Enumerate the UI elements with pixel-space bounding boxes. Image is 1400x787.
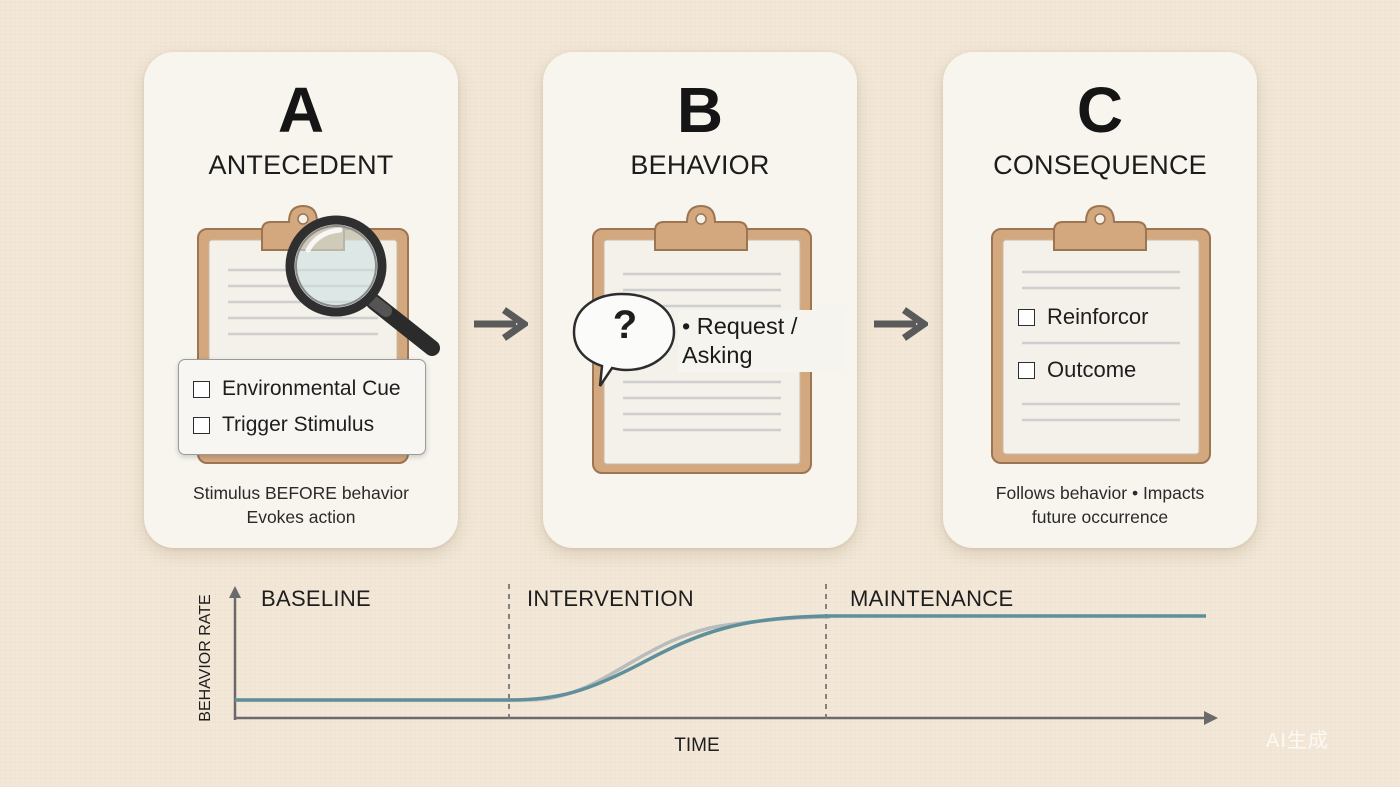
watermark: AI生成 [1266,730,1329,752]
checkbox [193,416,210,434]
y-axis-label: BEHAVIOR RATE [197,594,214,722]
checkbox [1018,361,1035,379]
behavior-label: • Request / Asking [678,310,846,372]
question-mark-icon: ? [612,303,638,347]
caption-line: future occurrence [1031,507,1169,527]
phase-label-intervention: INTERVENTION [527,586,694,611]
checklist-item-label: Environmental Cue [222,377,401,400]
card-title-consequence: CONSEQUENCE [993,150,1207,180]
caption-line: Stimulus BEFORE behavior [193,483,409,503]
phase-label-baseline: BASELINE [261,586,372,611]
antecedent-checklist: Environmental Cue Trigger Stimulus [178,359,426,455]
checklist-item: Outcome [1018,357,1136,383]
clipboard-icon [991,204,1211,464]
ghost-trend-line [235,615,831,702]
card-letter-a: A [277,74,325,146]
speech-bubble-icon [572,292,676,387]
y-axis-arrowhead [229,586,241,598]
checklist-item: Trigger Stimulus [193,413,374,437]
caption-line: Evokes action [246,507,356,527]
x-axis-arrowhead [1204,711,1218,725]
checklist-item: Reinforcor [1018,304,1148,330]
card-title-antecedent: ANTECEDENT [208,150,394,180]
behavior-trend-line [235,614,1206,702]
caption-line: Follows behavior • Impacts [995,483,1205,503]
checkbox [1018,308,1035,326]
checklist-item: Environmental Cue [193,377,401,401]
right-arrow-icon [874,307,928,341]
phase-label-maintenance: MAINTENANCE [850,586,1014,611]
checkbox [193,380,210,398]
checklist-item-label: Trigger Stimulus [222,413,375,436]
right-arrow-icon [474,307,528,341]
card-letter-c: C [1076,74,1124,146]
magnifying-glass-icon [285,215,440,356]
checklist-item-label: Reinforcor [1047,304,1149,329]
antecedent-caption: Stimulus BEFORE behavior Evokes action [144,481,458,529]
x-axis-label: TIME [674,735,720,756]
consequence-caption: Follows behavior • Impacts future occurr… [943,481,1257,529]
card-title-behavior: BEHAVIOR [630,150,770,180]
card-letter-b: B [676,74,724,146]
checklist-item-label: Outcome [1047,357,1137,382]
